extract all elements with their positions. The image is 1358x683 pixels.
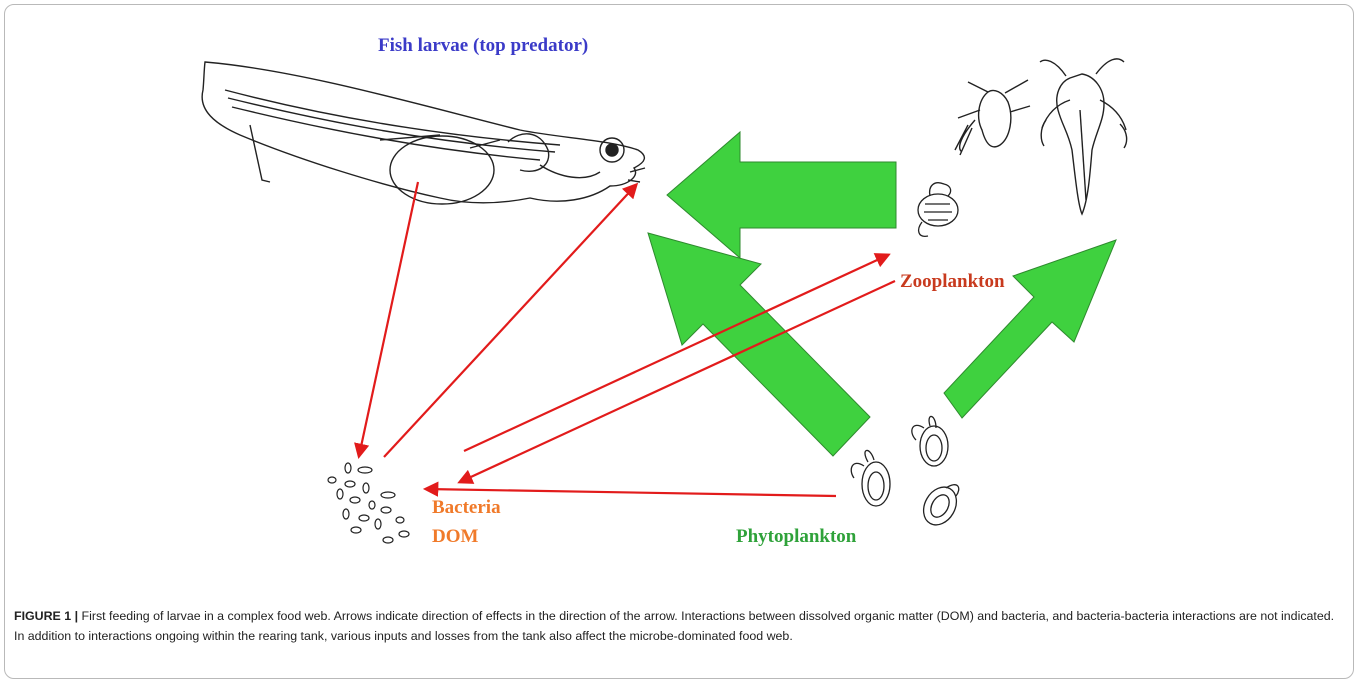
bacteria-cells-drawing <box>328 463 409 543</box>
phytoplankton-label: Phytoplankton <box>736 527 856 546</box>
green-arrows <box>648 132 1116 456</box>
figure-caption: FIGURE 1 | First feeding of larvae in a … <box>14 606 1344 646</box>
green-arrow-zoo-to-fish <box>667 132 896 258</box>
fish-larva-drawing <box>202 62 645 204</box>
dom-label: DOM <box>432 527 478 546</box>
bacteria-label: Bacteria <box>432 498 501 517</box>
rotifer-drawing <box>918 183 958 237</box>
red-arrow-fish-to-bacteria <box>359 182 418 456</box>
zooplankton-label: Zooplankton <box>900 272 1005 291</box>
figure-number: FIGURE 1 | <box>14 609 78 623</box>
caption-text: First feeding of larvae in a complex foo… <box>14 609 1334 643</box>
fish-larvae-label: Fish larvae (top predator) <box>378 36 588 55</box>
phytoplankton-cell-drawing <box>851 416 963 530</box>
red-arrow-phyto-to-bacteria <box>426 489 836 496</box>
copepod-drawing <box>955 59 1127 214</box>
red-arrows <box>359 182 895 496</box>
green-arrow-phyto-to-zoo <box>944 240 1116 418</box>
red-arrow-bacteria-to-fish <box>384 185 636 457</box>
food-web-diagram <box>0 0 1358 600</box>
